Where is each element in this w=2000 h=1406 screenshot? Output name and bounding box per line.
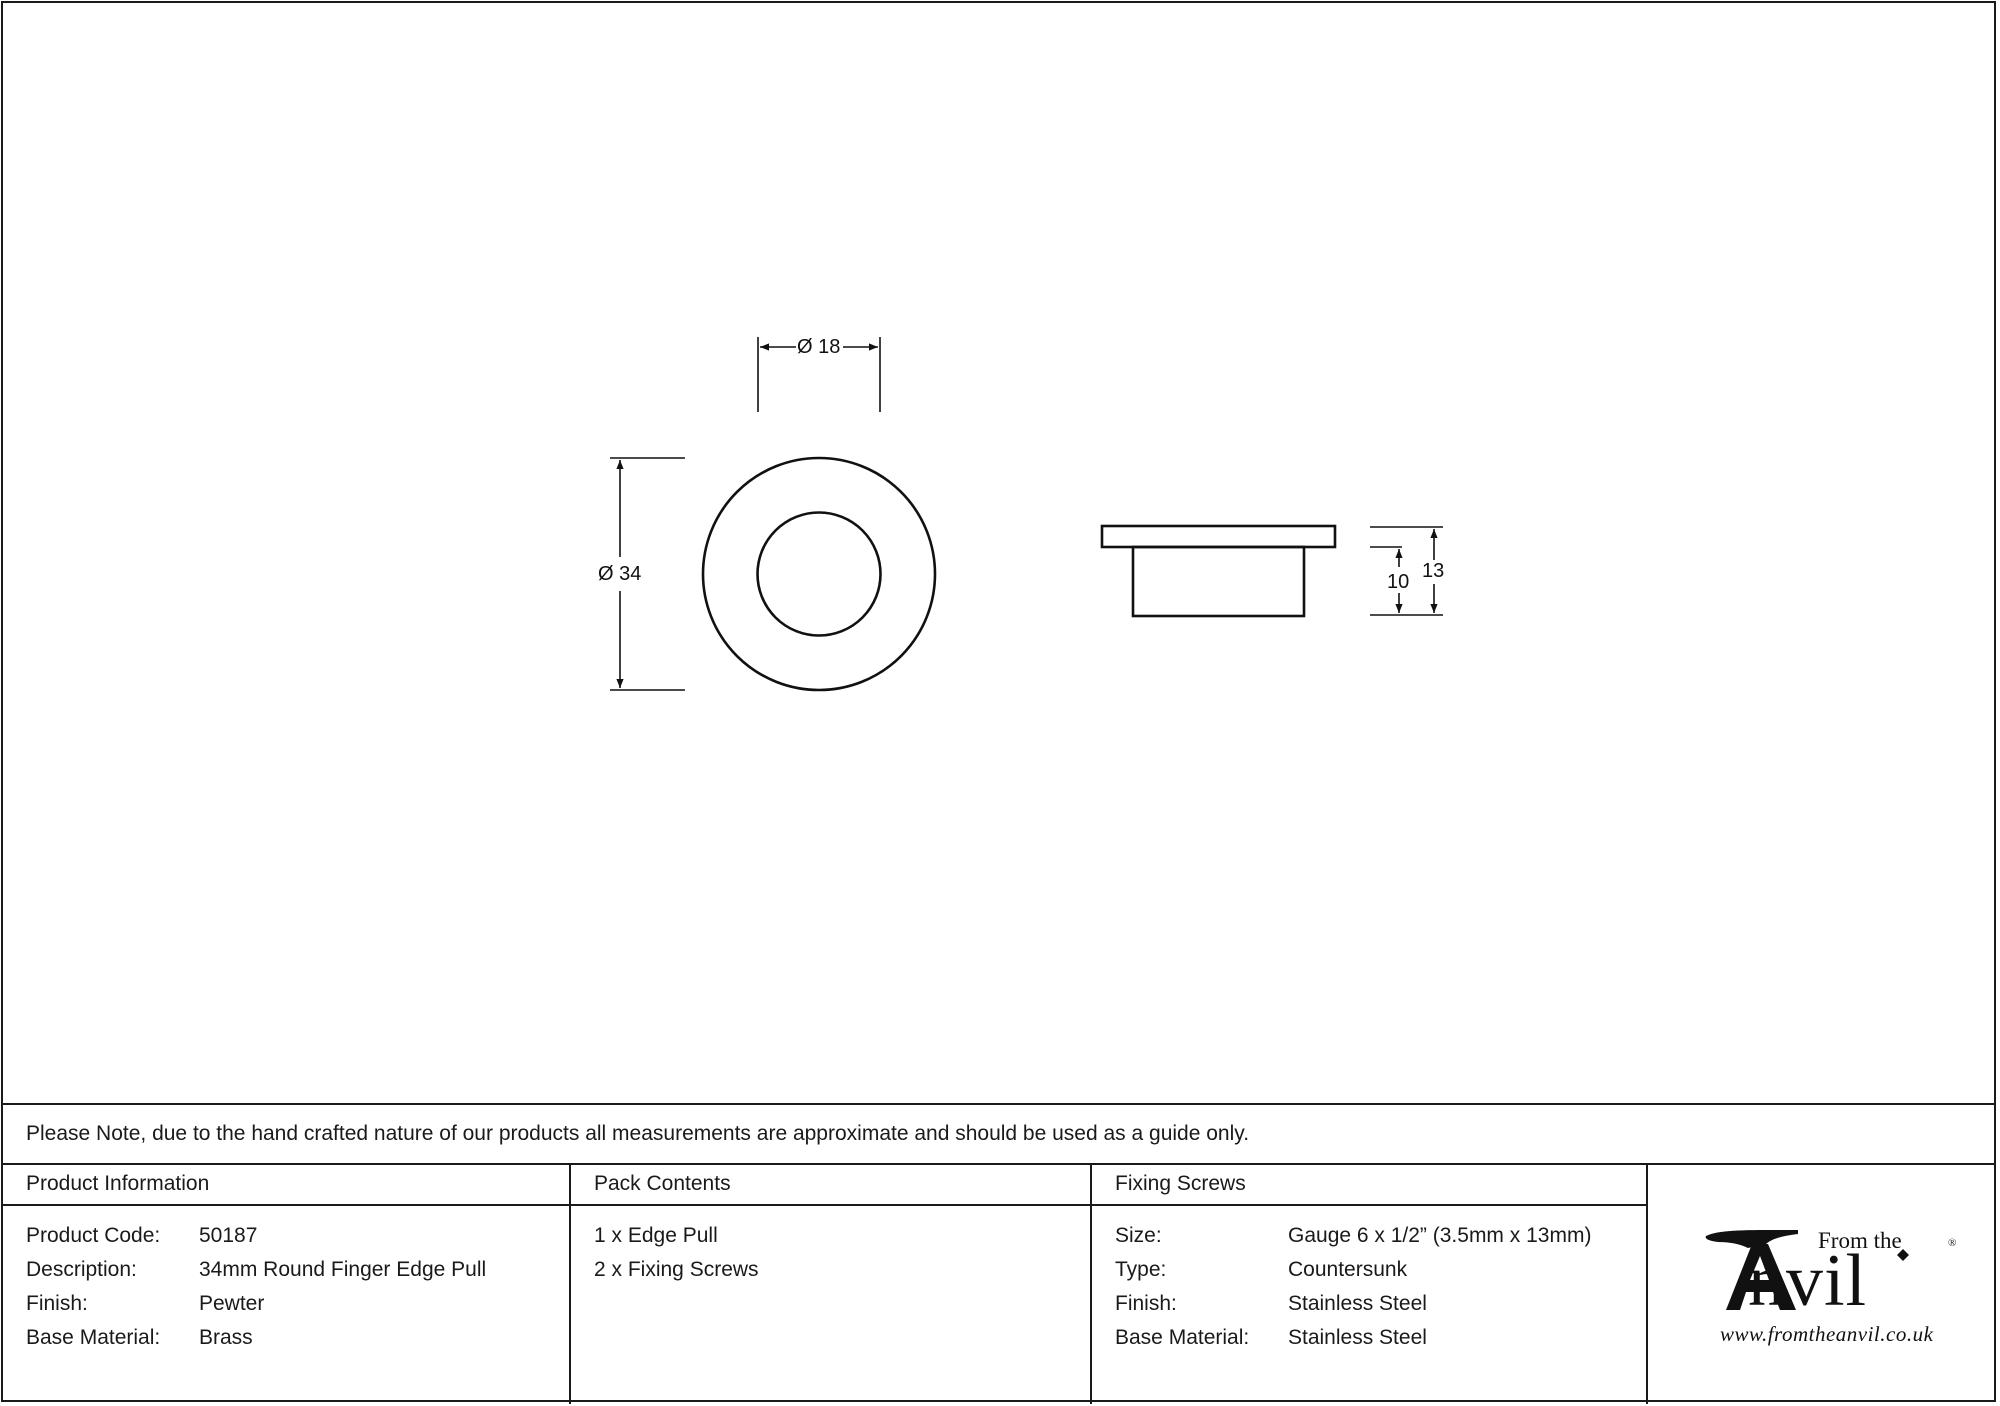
body <box>1131 545 1306 618</box>
title-block-top-rule <box>1 1103 1996 1105</box>
side-view <box>1100 524 1337 618</box>
pack-item: 2 x Fixing Screws <box>594 1258 759 1281</box>
from-the-anvil-logo: From the nvil ® www.fromtheanvil.co.uk <box>1648 1166 1996 1402</box>
outer-diameter-label: Ø 34 <box>598 563 642 585</box>
logo-tagline: From the <box>1818 1228 1902 1253</box>
column-divider-1 <box>569 1164 571 1404</box>
screw-base-material-label: Base Material: <box>1115 1326 1250 1349</box>
outer-diameter-dimension <box>610 457 685 691</box>
screw-finish-label: Finish: <box>1115 1292 1177 1315</box>
outer-circle <box>701 456 937 692</box>
pack-contents-heading: Pack Contents <box>594 1172 731 1195</box>
product-code-label: Product Code: <box>26 1224 161 1247</box>
front-view <box>701 456 937 692</box>
description-value: 34mm Round Finger Edge Pull <box>199 1258 487 1281</box>
inner-diameter-label: Ø 18 <box>797 336 841 358</box>
screw-size-value: Gauge 6 x 1/2” (3.5mm x 13mm) <box>1288 1224 1592 1247</box>
note-bottom-rule <box>1 1163 1996 1165</box>
finish-label: Finish: <box>26 1292 88 1315</box>
column-divider-2 <box>1090 1164 1092 1404</box>
screw-finish-value: Stainless Steel <box>1288 1292 1427 1315</box>
overall-height-label: 13 <box>1422 560 1445 582</box>
product-code-value: 50187 <box>199 1224 258 1247</box>
screw-type-value: Countersunk <box>1288 1258 1408 1281</box>
body-height-label: 10 <box>1387 571 1410 593</box>
screw-type-label: Type: <box>1115 1258 1167 1281</box>
measurement-note: Please Note, due to the hand crafted nat… <box>26 1122 1250 1145</box>
inner-circle <box>756 511 882 637</box>
fixing-screws-heading: Fixing Screws <box>1115 1172 1246 1195</box>
description-label: Description: <box>26 1258 137 1281</box>
column-divider-3 <box>1646 1164 1648 1404</box>
technical-drawing: Ø 18 Ø 34 13 10 <box>598 336 1445 692</box>
anvil-icon <box>1705 1230 1909 1310</box>
base-material-label: Base Material: <box>26 1326 161 1349</box>
product-information-heading: Product Information <box>26 1172 210 1195</box>
height-dimensions <box>1370 526 1443 616</box>
screw-size-label: Size: <box>1115 1224 1162 1247</box>
logo-brand-rest: nvil <box>1748 1240 1868 1322</box>
drawing-svg <box>610 337 1443 692</box>
screw-base-material-value: Stainless Steel <box>1288 1326 1427 1349</box>
flange <box>1100 524 1337 549</box>
inner-diameter-dimension <box>757 337 881 412</box>
logo-url: www.fromtheanvil.co.uk <box>1720 1322 1934 1346</box>
header-bottom-rule <box>1 1204 1648 1206</box>
pack-item: 1 x Edge Pull <box>594 1224 718 1247</box>
finish-value: Pewter <box>199 1292 265 1315</box>
base-material-value: Brass <box>199 1326 253 1349</box>
registered-mark: ® <box>1948 1237 1957 1249</box>
